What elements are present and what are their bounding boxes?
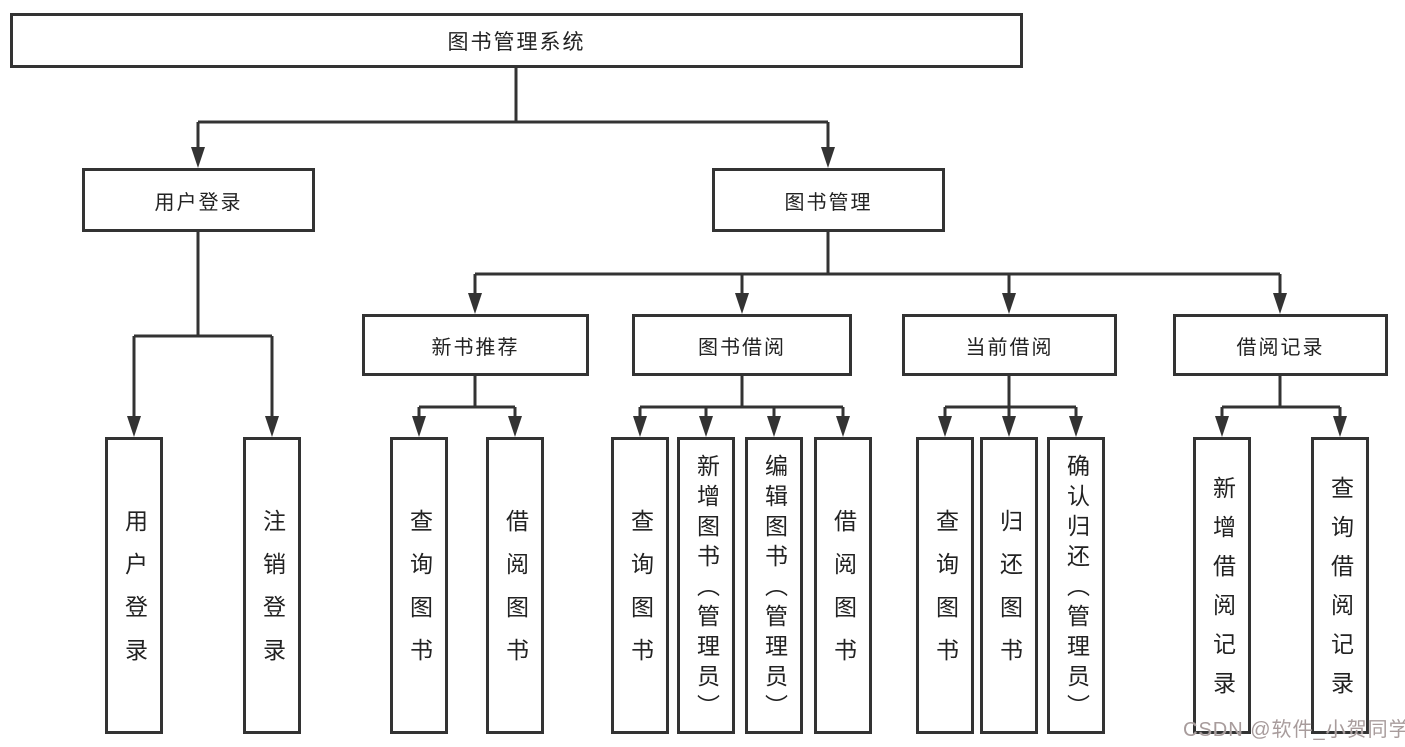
leaf-borrow-books-recommend: 借阅图书 [486,437,544,734]
node-label: 确认归还（管理员） [1063,453,1090,724]
node-user-login: 用户登录 [82,168,315,232]
node-label: 借阅记录 [1236,336,1325,359]
leaf-confirm-return-admin: 确认归还（管理员） [1047,437,1105,734]
node-borrowing-records: 借阅记录 [1173,314,1388,376]
connector-paths [132,68,1342,420]
leaf-add-borrow-record: 新增借阅记录 [1193,437,1251,734]
node-label: 借阅图书 [830,508,857,681]
node-label: 用户登录 [154,191,243,214]
arrowhead-icons [127,147,1347,437]
node-label: 新增图书（管理员） [693,453,720,724]
leaf-return-books: 归还图书 [980,437,1038,734]
node-label: 查询图书 [932,508,959,681]
leaf-logout: 注销登录 [243,437,301,734]
node-label: 归还图书 [996,508,1023,681]
node-label: 查询借阅记录 [1327,475,1354,710]
node-label: 新增借阅记录 [1209,475,1236,710]
node-label: 用户登录 [121,508,148,681]
leaf-query-borrow-record: 查询借阅记录 [1311,437,1369,734]
node-label: 查询图书 [406,508,433,681]
leaf-query-books-borrow: 查询图书 [611,437,669,734]
node-label: 图书借阅 [698,336,786,359]
node-label: 图书管理系统 [447,30,586,54]
node-current-borrowing: 当前借阅 [902,314,1117,376]
node-library-management-system: 图书管理系统 [10,13,1023,68]
leaf-edit-books-admin: 编辑图书（管理员） [745,437,803,734]
leaf-query-books-recommend: 查询图书 [390,437,448,734]
leaf-query-books-current: 查询图书 [916,437,974,734]
node-label: 当前借阅 [965,336,1054,359]
leaf-user-login: 用户登录 [105,437,163,734]
watermark: CSDN @软件_小贺同学 [1183,719,1405,741]
node-label: 新书推荐 [431,336,520,359]
node-label: 编辑图书（管理员） [761,453,788,724]
node-label: 查询图书 [627,508,654,681]
node-label: 图书管理 [784,191,873,214]
node-new-book-recommendation: 新书推荐 [362,314,589,376]
node-book-borrowing: 图书借阅 [632,314,852,376]
node-label: 注销登录 [259,508,286,681]
node-label: 借阅图书 [502,508,529,681]
leaf-add-books-admin: 新增图书（管理员） [677,437,735,734]
node-book-management: 图书管理 [712,168,945,232]
leaf-borrow-books-borrow: 借阅图书 [814,437,872,734]
